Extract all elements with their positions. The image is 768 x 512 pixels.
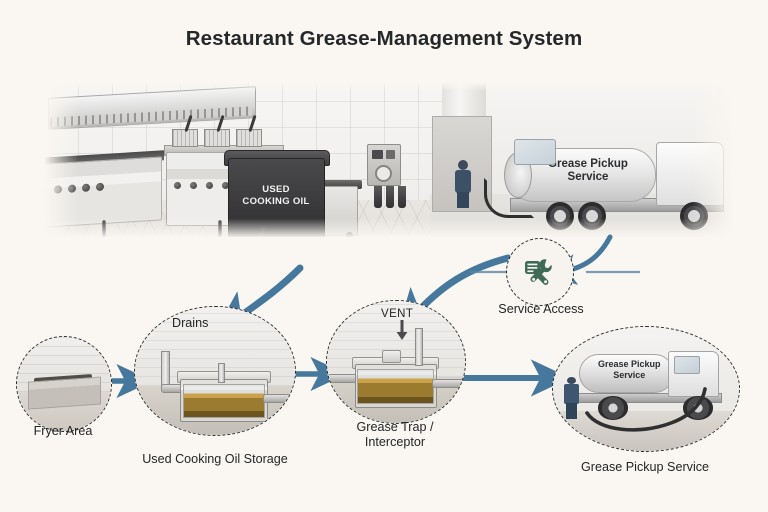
inset-grease-pickup-service[interactable]: Grease Pickup Service bbox=[552, 326, 740, 452]
page-title: Restaurant Grease-Management System bbox=[185, 27, 583, 50]
grease-trap-image bbox=[327, 301, 465, 423]
wrench-tools-icon bbox=[525, 259, 552, 285]
inset-technician bbox=[564, 376, 580, 419]
used-cooking-oil-storage-image bbox=[135, 307, 295, 435]
grease-pickup-service-image: Grease Pickup Service bbox=[553, 327, 739, 451]
service-access-label: Service Access bbox=[498, 302, 584, 316]
inset-truck-signage: Grease Pickup Service bbox=[597, 359, 661, 380]
kitchen-piping bbox=[102, 220, 266, 237]
inset-label-grease-pickup-service: Grease Pickup Service bbox=[580, 460, 710, 474]
inset-fryer-area[interactable] bbox=[16, 336, 112, 432]
inset-used-cooking-oil-storage[interactable] bbox=[134, 306, 296, 436]
inset-label-grease-trap-interceptor: Grease Trap / Interceptor bbox=[356, 420, 434, 449]
inset-label-used-cooking-oil-storage: Used Cooking Oil Storage bbox=[142, 452, 288, 466]
drains-callout-label: Drains bbox=[172, 316, 209, 330]
vent-arrow-icon bbox=[396, 320, 408, 340]
inset-label-fryer-area: Fryer Area bbox=[33, 424, 93, 438]
inset-suction-hose bbox=[585, 387, 707, 432]
fryer-area-image bbox=[17, 337, 111, 431]
vent-callout-label: VENT bbox=[381, 308, 414, 320]
main-illustration-scene: USED COOKING OIL bbox=[44, 82, 734, 237]
service-access-badge[interactable] bbox=[506, 238, 574, 306]
inset-grease-trap-interceptor[interactable] bbox=[326, 300, 466, 424]
